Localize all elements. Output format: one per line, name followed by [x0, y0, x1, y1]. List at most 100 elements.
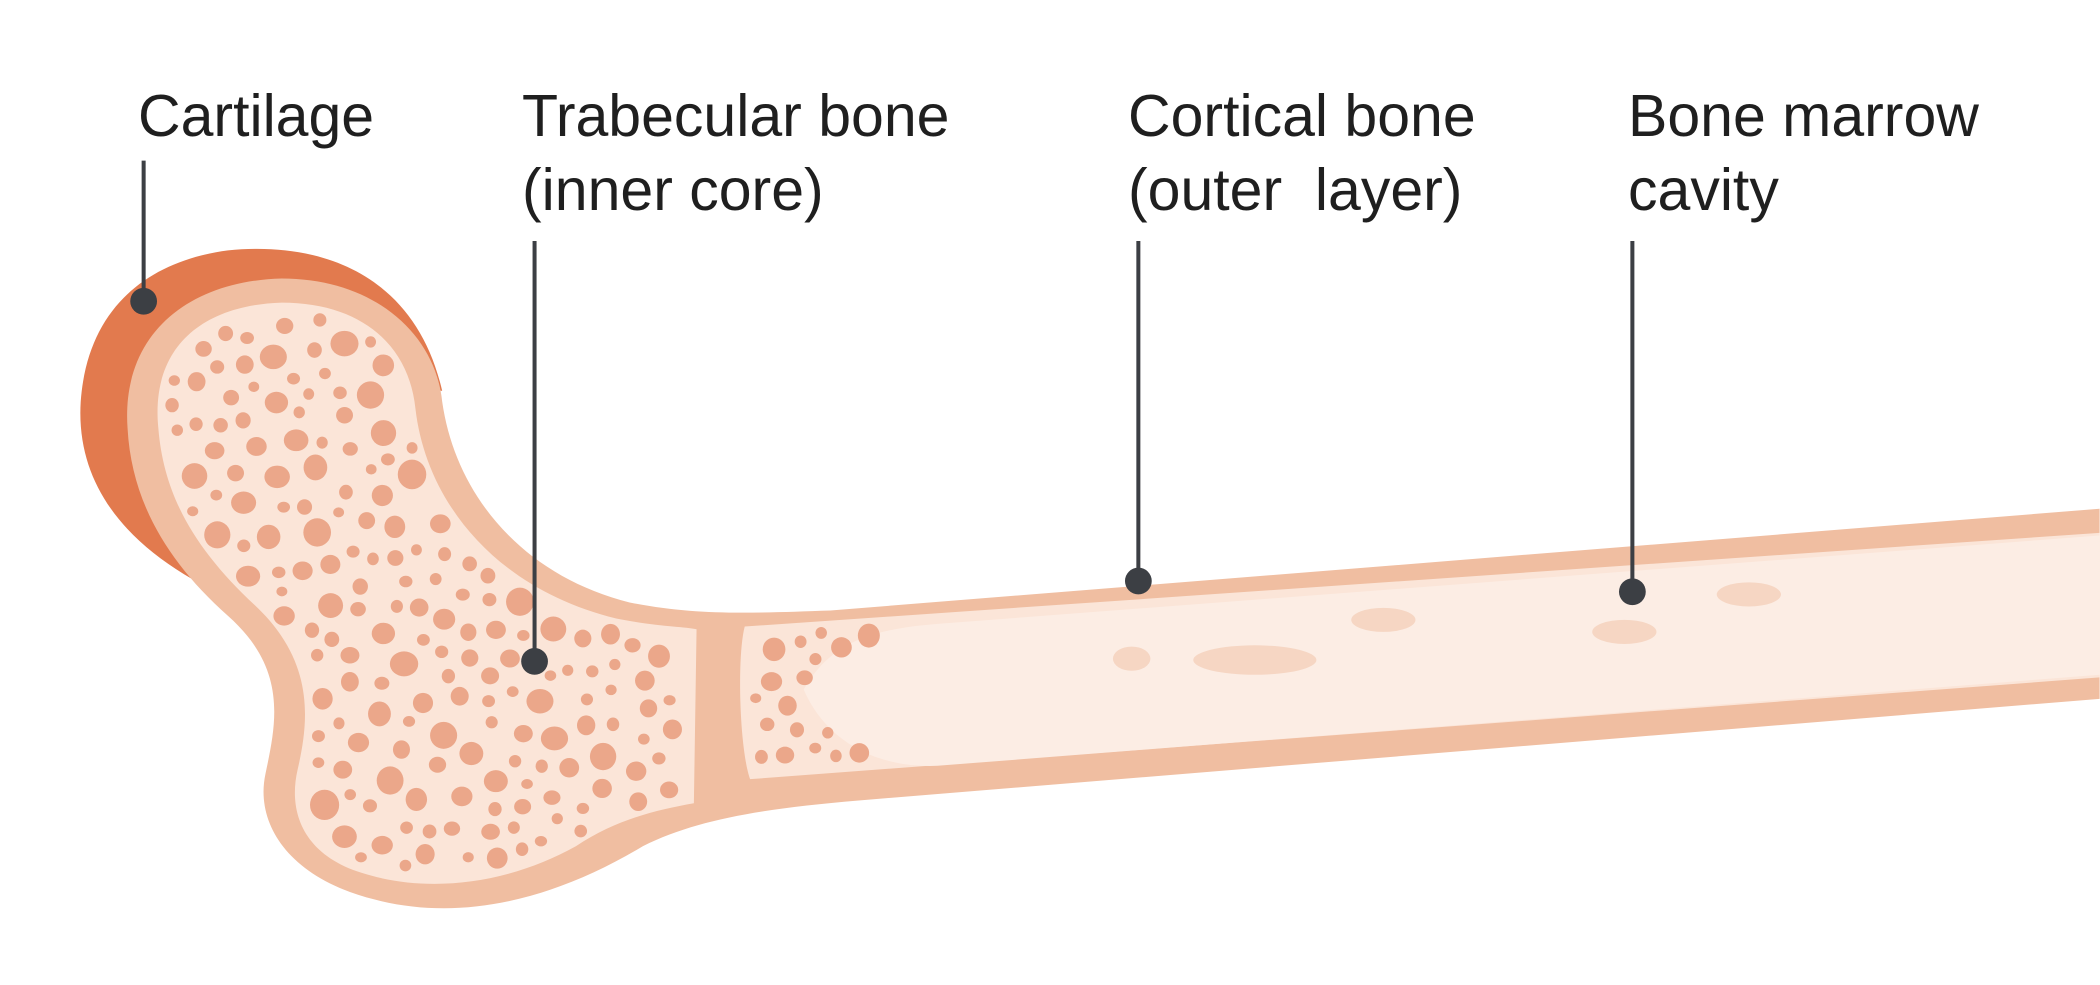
trabecula-dot — [459, 741, 484, 766]
trabecula-dot — [277, 501, 291, 513]
trabecula-dot — [441, 668, 456, 684]
trabecula-dot — [486, 847, 508, 869]
trabecula-dot — [481, 823, 500, 840]
marrow-leader-dot — [1618, 578, 1646, 606]
trabecula-dot — [324, 631, 340, 648]
trabecula-dot — [344, 789, 357, 801]
trabecula-dot — [303, 518, 332, 547]
trabecula-dot — [365, 336, 377, 348]
trabecula-dot — [822, 727, 834, 739]
trabecula-dot — [609, 658, 621, 671]
trabecula-dot — [637, 733, 650, 745]
trabecula-dot — [508, 754, 522, 768]
trabecula-dot — [358, 512, 376, 530]
trabecula-dot — [794, 635, 807, 648]
trabecula-dot — [433, 608, 456, 630]
label-line: Trabecular bone — [522, 83, 950, 149]
trabecula-dot — [662, 719, 682, 740]
trabecula-dot — [271, 566, 286, 579]
trabecula-dot — [462, 852, 474, 863]
trabecula-dot — [400, 821, 413, 834]
trabecula-dot — [316, 436, 328, 449]
trabecula-dot — [367, 552, 379, 566]
trabecula-dot — [540, 616, 567, 642]
trabecula-dot — [809, 653, 822, 666]
trabecula-dot — [775, 746, 795, 764]
trabecula-dot — [248, 381, 260, 393]
trabecula-dot — [526, 688, 554, 714]
trabecula-dot — [313, 313, 327, 327]
trabecula-dot — [356, 381, 385, 409]
label-trabecular-bone: Trabecular bone (inner core) — [522, 82, 949, 224]
trabecula-dot — [387, 550, 404, 566]
trabecula-dot — [311, 648, 324, 662]
trabecula-dot — [601, 623, 620, 645]
trabecula-dot — [347, 732, 370, 753]
trabecula-dot — [259, 344, 287, 370]
trabecula-dot — [405, 787, 428, 812]
trabecula-dot — [517, 630, 530, 641]
trabecula-dot — [559, 758, 580, 778]
trabecula-dot — [384, 515, 406, 539]
trabecula-dot — [371, 484, 393, 507]
label-bone-marrow-cavity: Bone marrow cavity — [1628, 82, 1979, 224]
trabecula-dot — [340, 647, 360, 664]
trabecula-dot — [204, 521, 231, 549]
trabecula-dot — [189, 417, 203, 431]
trabecula-dot — [551, 813, 563, 825]
trabecula-dot — [480, 567, 496, 584]
trabecula-dot — [380, 453, 395, 466]
trabecula-dot — [210, 360, 225, 374]
trabecula-dot — [430, 721, 458, 749]
trabecula-dot — [430, 514, 451, 534]
trabecula-dot — [422, 824, 437, 839]
trabecula-dot — [187, 506, 199, 517]
trabecula-dot — [535, 759, 548, 773]
trabecula-dot — [789, 722, 805, 738]
trabecula-dot — [576, 802, 590, 814]
trabecula-dot — [663, 695, 676, 706]
trabecula-dot — [750, 693, 762, 704]
trabecula-dot — [213, 418, 228, 433]
trabecula-dot — [342, 442, 358, 456]
trabecula-dot — [635, 670, 655, 691]
trabecula-dot — [462, 556, 477, 572]
trabecula-dot — [210, 489, 223, 501]
trabecula-dot — [309, 789, 340, 821]
trabecula-dot — [340, 672, 359, 692]
trabecula-dot — [362, 799, 378, 813]
trabecula-dot — [350, 602, 366, 617]
trabecula-dot — [235, 565, 261, 587]
trabecula-dot — [652, 752, 666, 765]
trabecula-dot — [586, 665, 599, 678]
trabecula-dot — [371, 622, 396, 645]
trabecula-dot — [406, 442, 418, 454]
trabecula-dot — [332, 825, 357, 848]
trabecula-dot — [374, 676, 390, 690]
trabecula-dot — [276, 586, 288, 597]
trabecula-dot — [485, 716, 498, 729]
label-line: Bone marrow — [1628, 83, 1979, 149]
trabecula-dot — [181, 463, 208, 489]
trabecula-dot — [796, 670, 813, 686]
trabecula-dot — [339, 484, 353, 500]
trabecula-dot — [513, 725, 533, 743]
trabecula-dot — [409, 598, 429, 617]
trabecula-dot — [460, 623, 477, 641]
trabecula-dot — [562, 664, 574, 676]
trabecula-dot — [428, 756, 447, 773]
label-cartilage: Cartilage — [138, 82, 374, 150]
trabecula-dot — [392, 740, 410, 759]
trabecula-dot — [514, 799, 532, 815]
trabecula-dot — [246, 436, 267, 456]
trabecula-dot — [276, 317, 294, 335]
trabecula-dot — [849, 743, 870, 763]
trabecula-dot — [312, 687, 333, 710]
label-cortical-bone: Cortical bone (outer layer) — [1128, 82, 1476, 224]
trabecula-dot — [297, 499, 313, 515]
trabecula-dot — [589, 742, 617, 771]
trabecula-dot — [515, 842, 529, 857]
trabecula-dot — [450, 686, 469, 706]
trabecula-dot — [438, 547, 452, 562]
